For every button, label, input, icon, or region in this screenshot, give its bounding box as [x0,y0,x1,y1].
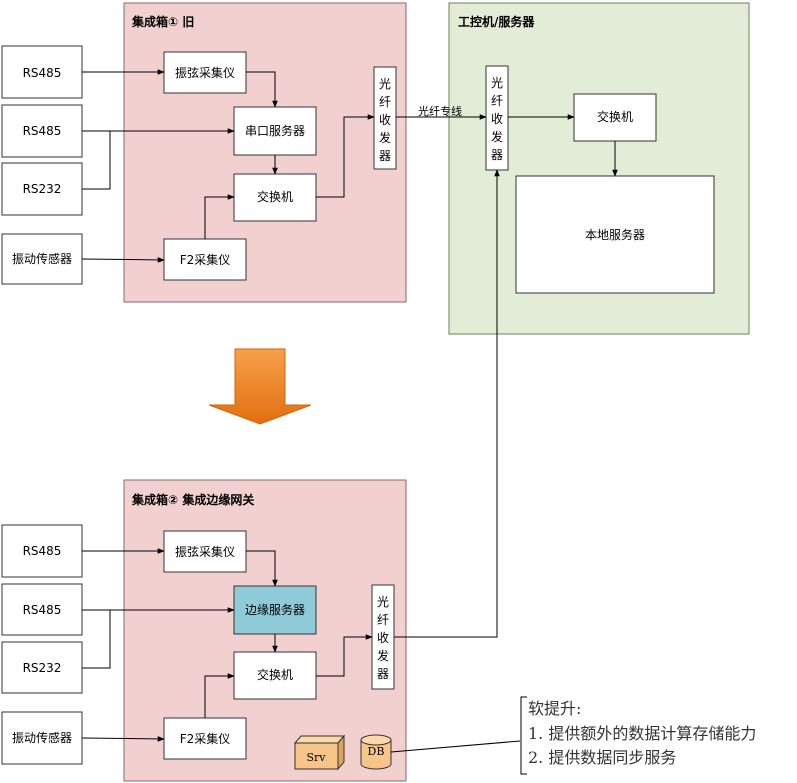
connector [82,610,111,669]
box2-fiber-char: 光 [377,595,389,609]
box1-input-label: RS485 [23,124,62,138]
box2-input-rs485-b [1,583,83,636]
box1-input-label: RS232 [23,182,62,196]
box2-input-rs232 [1,641,83,694]
box2-vibrating-collector-label: 振弦采集仪 [175,544,235,559]
server-zone-title: 工控机/服务器 [458,14,535,29]
upgrade-arrow [208,348,312,425]
box1-switch-label: 交换机 [257,189,293,204]
connector [316,114,375,198]
box2-fiber-char: 器 [377,667,389,681]
box1-fiber-char: 器 [379,149,391,163]
box1-fiber-char: 纤 [379,95,391,109]
box1-serial-server-label: 串口服务器 [245,123,305,138]
box1-input-rs485-a [1,45,83,99]
fiber-link-label: 光纤专线 [418,104,462,118]
local-server-label: 本地服务器 [585,227,645,242]
box1-input-rs485-b [1,104,83,158]
box2-vibrating-collector [163,530,247,573]
db-cylinder-icon: DB [360,734,392,770]
box1-input-rs232 [1,162,83,216]
server-fiber-char: 发 [491,129,503,144]
db-label: DB [368,745,385,758]
note-leader [390,740,521,753]
box1-input-vibration [1,233,83,285]
box1-fiber-char: 发 [379,130,391,145]
connector [204,194,235,239]
server-switch-label: 交换机 [597,109,633,124]
box2-switch-label: 交换机 [257,667,293,682]
box2-title: 集成箱② 集成边缘网关 [131,492,254,507]
server-fiber-char: 器 [491,148,503,162]
box2-f2-collector [163,717,247,760]
box2-input-label: RS485 [23,603,62,617]
box2-fiber-char: 纤 [377,613,389,627]
box1-fiber-char: 收 [379,113,391,127]
connector [81,257,165,263]
note-line: 1. 提供额外的数据计算存储能力 [528,724,756,743]
connector [81,736,165,742]
box1-fiber-char: 光 [379,77,391,91]
box2-input-vibration [1,711,83,765]
box2-edge-server-label: 边缘服务器 [245,602,305,617]
local-server [515,175,715,294]
box2-f2-collector-label: F2采集仪 [180,731,231,746]
srv-label: Srv [306,751,326,764]
box1-input-label: 振动传感器 [12,251,72,266]
box2-edge-server [233,585,317,635]
note-line: 2. 提供数据同步服务 [528,748,676,767]
box2-fiber-char: 收 [377,631,389,645]
box2-input-label: 振动传感器 [12,730,72,745]
note-bracket [520,696,527,775]
connector [246,71,278,108]
box1-f2-collector-label: F2采集仪 [180,252,231,267]
server-fiber-char: 纤 [491,94,503,108]
connector [204,673,235,718]
box2-fiber-char: 发 [377,648,389,663]
connector [246,550,278,587]
box2-input-rs485-a [1,524,83,578]
note-title: 软提升: [528,699,581,718]
server-switch [573,93,657,142]
box2-input-label: RS232 [23,661,62,675]
connector [316,634,373,677]
server-fiber-char: 光 [491,76,503,90]
fiber-link-box2 [394,169,500,638]
connector [82,131,111,190]
box1-vibrating-collector-label: 振弦采集仪 [175,65,235,80]
box2-input-label: RS485 [23,544,62,558]
box1-input-label: RS485 [23,66,62,80]
srv-cube-icon: Srv [293,734,346,771]
box1-title: 集成箱① 旧 [131,14,194,29]
server-fiber-char: 收 [491,112,503,126]
